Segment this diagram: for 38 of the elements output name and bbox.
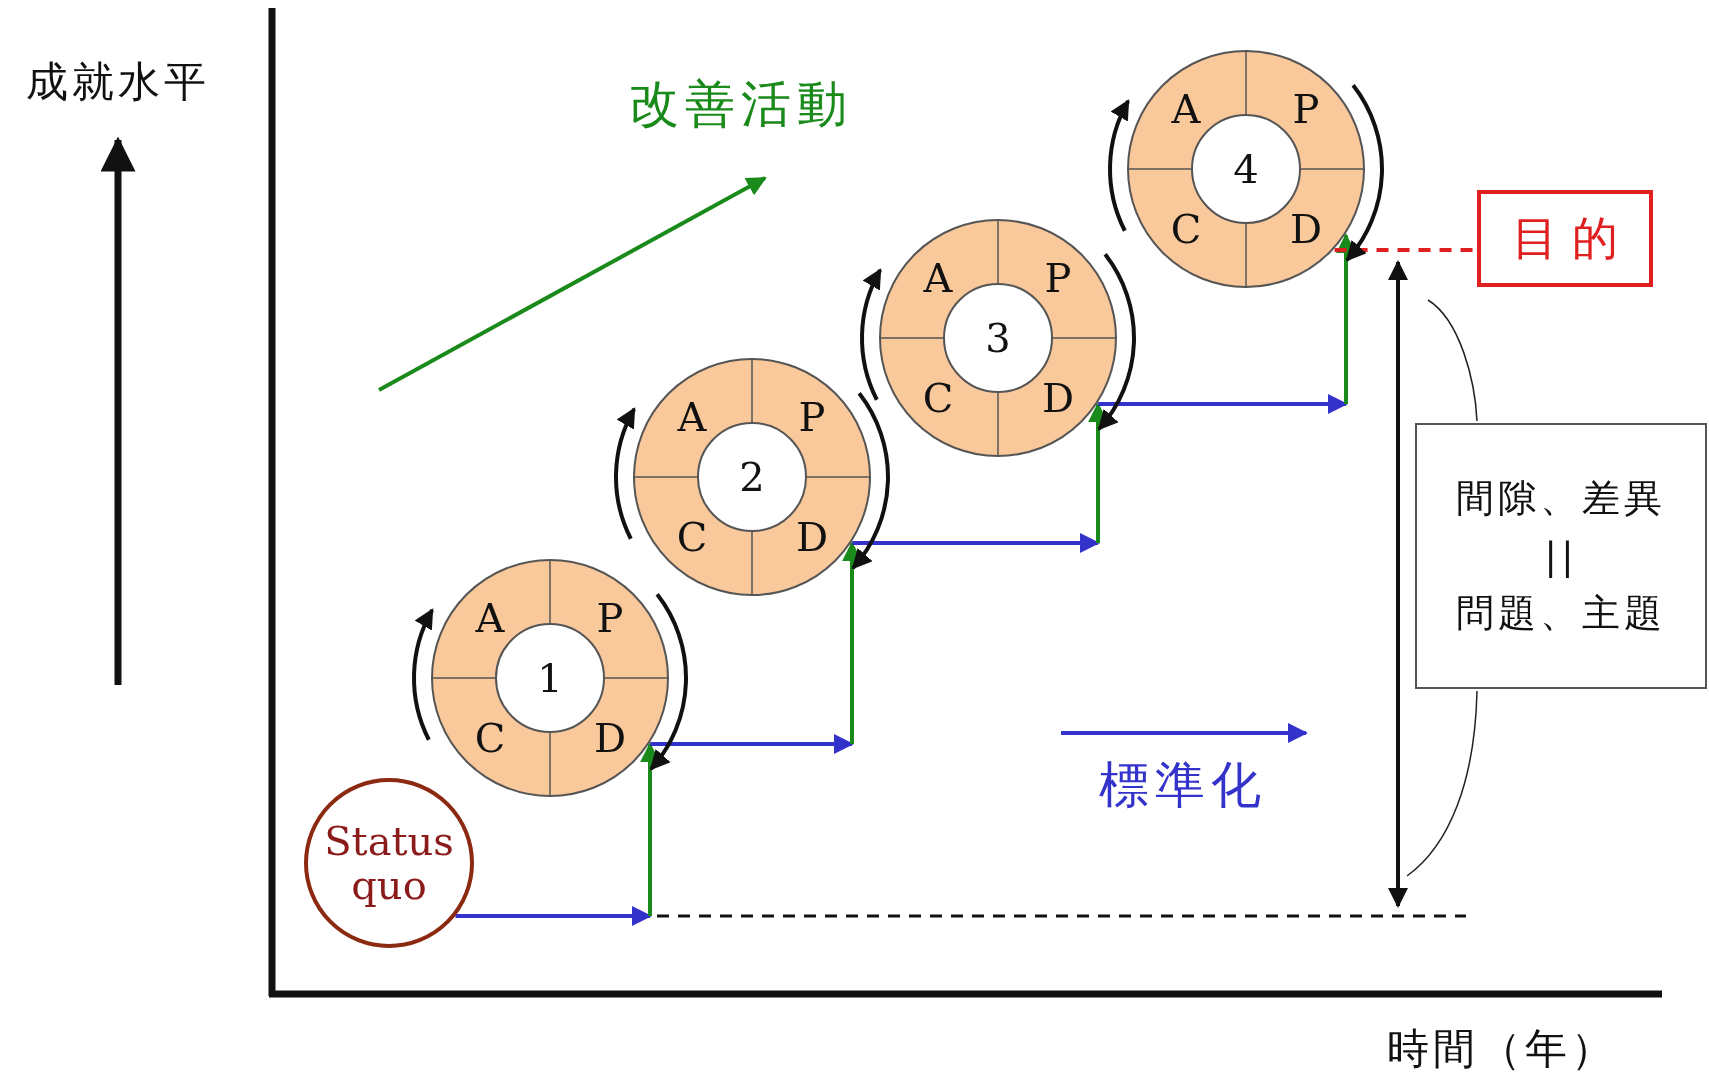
phase-letter: D bbox=[795, 517, 829, 557]
note-box bbox=[1415, 423, 1707, 689]
cycle-number: 2 bbox=[739, 457, 765, 497]
cycle-number: 1 bbox=[537, 658, 563, 698]
phase-letter: A bbox=[475, 598, 505, 638]
start-circle: Status quo bbox=[304, 778, 474, 948]
phase-letter: D bbox=[1041, 378, 1075, 418]
phase-letter: D bbox=[1289, 209, 1323, 249]
arrow bbox=[455, 906, 652, 926]
phase-letter: P bbox=[798, 397, 826, 437]
cycle-number: 4 bbox=[1233, 149, 1259, 189]
phase-letter: A bbox=[677, 397, 707, 437]
pdca-wheel bbox=[632, 357, 872, 597]
phase-letter: A bbox=[923, 258, 953, 298]
axis-label: 時間（年） bbox=[1387, 1028, 1617, 1070]
phase-letter: C bbox=[1170, 209, 1202, 249]
phase-letter: P bbox=[1044, 258, 1072, 298]
legend-label: 改善活動 bbox=[629, 79, 853, 129]
legend-label: 標準化 bbox=[1099, 760, 1267, 810]
phase-letter: C bbox=[922, 378, 954, 418]
phase-letter: A bbox=[1171, 89, 1201, 129]
pdca-wheel bbox=[1126, 49, 1366, 289]
pdca-wheel bbox=[878, 218, 1118, 458]
arrow bbox=[852, 533, 1100, 553]
note-text: 問題、主題 bbox=[1456, 590, 1666, 637]
phase-letter: D bbox=[593, 718, 627, 758]
axis-label: 成就水平 bbox=[26, 61, 210, 103]
note-text: 間隙、差異 bbox=[1456, 475, 1666, 522]
phase-letter: C bbox=[676, 517, 708, 557]
phase-letter: C bbox=[474, 718, 506, 758]
note-text: || bbox=[1544, 534, 1578, 578]
phase-letter: P bbox=[596, 598, 624, 638]
goal-box: 目 的 bbox=[1477, 190, 1653, 287]
pdca-wheel bbox=[430, 558, 670, 798]
phase-letter: P bbox=[1292, 89, 1320, 129]
arrow bbox=[1098, 394, 1348, 414]
cycle-number: 3 bbox=[985, 318, 1011, 358]
arrow bbox=[650, 734, 854, 754]
